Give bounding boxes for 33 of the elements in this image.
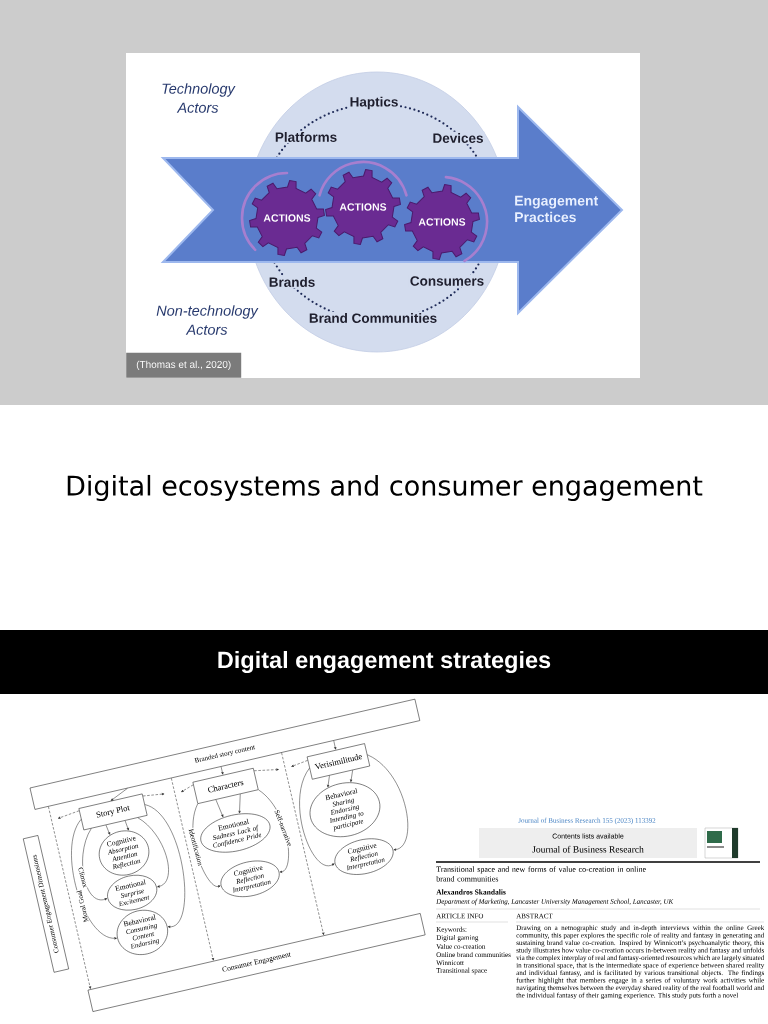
- arrow: [82, 828, 108, 901]
- process-box: Characters: [192, 768, 259, 804]
- caption: Digital ecosystems and consumer engagement: [67, 474, 703, 502]
- arrow: [238, 793, 241, 814]
- heading-banner: Digital engagement strategies: [0, 630, 768, 694]
- arrow: [137, 817, 169, 888]
- dashed-arrow: [142, 793, 165, 797]
- arrow: [333, 740, 337, 750]
- dashed-arrow: [181, 784, 194, 793]
- arrow: [105, 824, 111, 835]
- arrow: [215, 799, 224, 818]
- gear: ACTIONS: [318, 160, 408, 245]
- process-box: Story Plot: [78, 793, 148, 831]
- arrow: [144, 804, 185, 928]
- dashed-arrow: [171, 777, 214, 961]
- dashed-arrow: [48, 806, 91, 989]
- arrow: [327, 775, 330, 788]
- dashed-arrow: [253, 768, 279, 771]
- arrow: [220, 766, 224, 775]
- gear: ACTIONS: [240, 171, 325, 256]
- citation-label: (Thomas et al., 2020): [126, 352, 242, 378]
- actor-label: Haptics: [348, 95, 400, 111]
- arrow: [350, 769, 353, 782]
- dashed-arrow: [291, 760, 308, 767]
- arrow: [124, 820, 129, 831]
- gear: ACTIONS: [404, 175, 489, 263]
- dashed-arrow: [281, 752, 325, 935]
- arrow: [110, 788, 128, 801]
- arrow: [367, 754, 409, 851]
- dashed-arrow: [58, 810, 80, 819]
- arrow: [299, 767, 335, 867]
- article-title: Transitional space and new forms of value co-creation in online brand communities: [436, 866, 646, 882]
- actor-label: Consumers: [408, 275, 486, 287]
